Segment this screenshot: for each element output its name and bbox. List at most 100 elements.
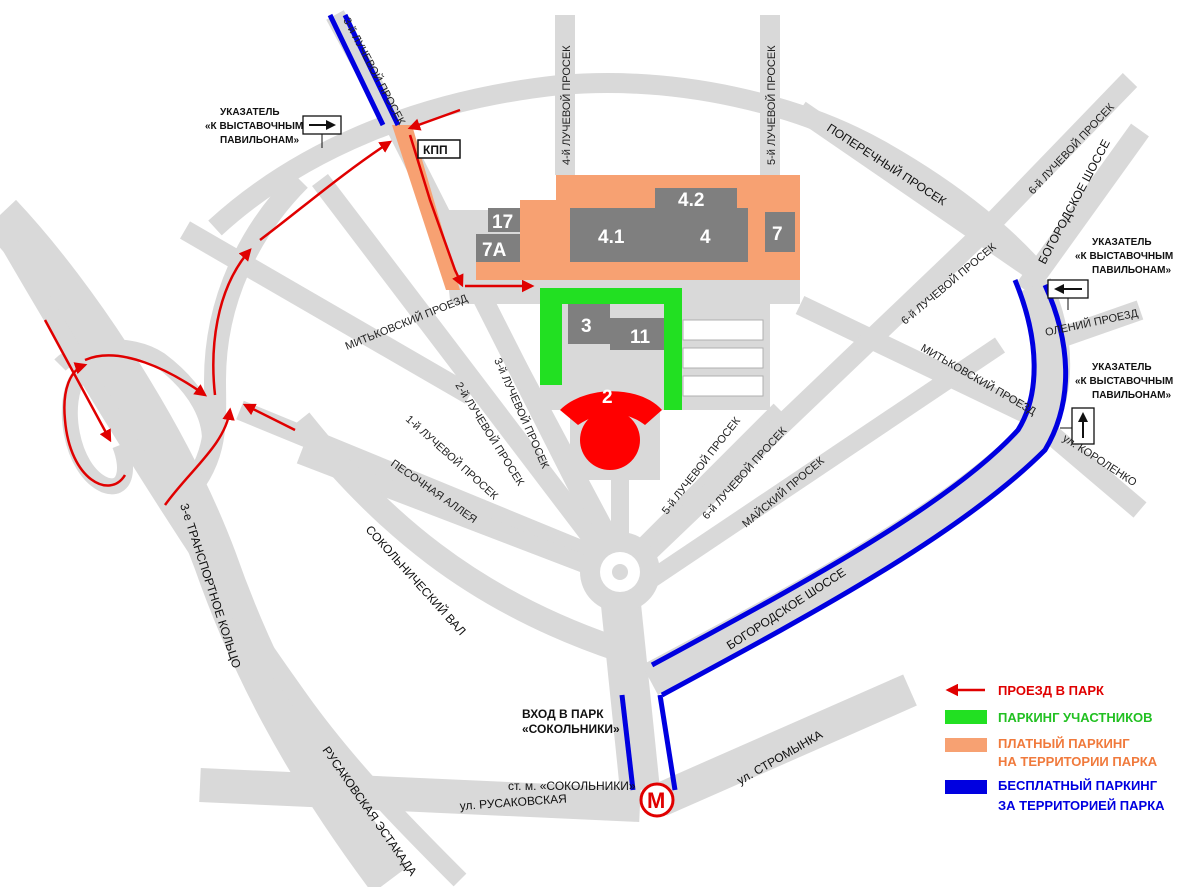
legend-paid-label-1: ПЛАТНЫЙ ПАРКИНГ xyxy=(998,736,1130,751)
route-kpp xyxy=(408,134,464,288)
pavilion-label-4-2: 4.2 xyxy=(678,190,704,211)
pavilion-label-3: 3 xyxy=(581,316,592,337)
free-parking-avenue-right xyxy=(657,694,678,791)
legend-free-swatch xyxy=(945,780,987,794)
label-luch5-top: 5-й ЛУЧЕВОЙ ПРОСЕК xyxy=(765,45,778,165)
route-from-left xyxy=(259,140,393,241)
road-top-arc xyxy=(208,73,1048,282)
parking-stalls xyxy=(682,319,764,397)
road-loop-inner xyxy=(61,370,133,495)
metro-icon xyxy=(639,782,675,818)
pavilion-4-1 xyxy=(570,208,658,262)
entrance-label-1: ВХОД В ПАРК xyxy=(522,707,604,721)
label-poperechny: ПОПЕРЕЧНЫЙ ПРОСЕК xyxy=(824,120,949,208)
road-luch2 xyxy=(312,173,613,562)
svg-text:ПАВИЛЬОНАМ»: ПАВИЛЬОНАМ» xyxy=(1092,265,1171,276)
svg-text:УКАЗАТЕЛЬ: УКАЗАТЕЛЬ xyxy=(220,107,280,118)
legend-item-exhibitor-parking: ПАРКИНГ УЧАСТНИКОВ xyxy=(945,710,1153,725)
road-luch6-mid xyxy=(633,232,982,568)
road-korolenko xyxy=(1033,417,1147,518)
svg-text:«К ВЫСТАВОЧНЫМ: «К ВЫСТАВОЧНЫМ xyxy=(205,121,303,132)
road-loop xyxy=(54,339,218,441)
buildings xyxy=(476,188,795,470)
route-left-low xyxy=(163,407,235,506)
road-mitkovsky-right xyxy=(795,295,1045,430)
route-loop-in xyxy=(84,354,208,397)
exhibitor-parking-area xyxy=(540,288,682,410)
route-top xyxy=(407,108,461,131)
pavilion-label-2: 2 xyxy=(602,387,613,408)
legend-exhibitor-label: ПАРКИНГ УЧАСТНИКОВ xyxy=(998,710,1153,725)
label-luch4: 4-й ЛУЧЕВОЙ ПРОСЕК xyxy=(560,45,573,165)
free-parking-bogorodskoe xyxy=(650,279,1037,668)
pavilion-11 xyxy=(610,318,664,350)
road-poperechny xyxy=(794,101,1046,284)
legend-exhibitor-swatch xyxy=(945,710,987,724)
sign-top-left: УКАЗАТЕЛЬ «К ВЫСТАВОЧНЫМ ПАВИЛЬОНАМ» xyxy=(205,107,342,148)
svg-text:«К ВЫСТАВОЧНЫМ: «К ВЫСТАВОЧНЫМ xyxy=(1075,251,1173,262)
roundabout xyxy=(580,532,660,612)
road-bogorodskoe-low xyxy=(641,277,1071,695)
legend-route-label: ПРОЕЗД В ПАРК xyxy=(998,683,1104,698)
metro-letter: М xyxy=(647,788,665,813)
legend-paid-swatch xyxy=(945,738,987,752)
road-luch3-low xyxy=(472,290,623,553)
pavilion-label-11: 11 xyxy=(630,327,651,348)
pavilion-7 xyxy=(765,212,795,252)
svg-text:ПАВИЛЬОНАМ»: ПАВИЛЬОНАМ» xyxy=(1092,390,1171,401)
road-luch3-top xyxy=(326,10,404,130)
sign-right-upper: УКАЗАТЕЛЬ «К ВЫСТАВОЧНЫМ ПАВИЛЬОНАМ» xyxy=(1047,237,1173,310)
pavilion-2-arc xyxy=(560,391,662,425)
pavilion-17 xyxy=(488,208,520,232)
metro-station: ст. м. «СОКОЛЬНИКИ» М xyxy=(508,779,675,818)
pavilion-4-2 xyxy=(655,188,737,210)
route-val xyxy=(242,403,296,432)
road-maisky xyxy=(644,337,1006,588)
legend-item-paid-parking: ПЛАТНЫЙ ПАРКИНГ НА ТЕРРИТОРИИ ПАРКА xyxy=(945,736,1158,769)
pavilion-7a xyxy=(476,234,520,262)
road-sokolnichesky-val xyxy=(290,412,624,662)
road-bogorodskoe-top xyxy=(1016,123,1149,297)
free-parking-luch3 xyxy=(327,13,401,127)
label-bogorodskoe-low: БОГОРОДСКОЕ ШОССЕ xyxy=(724,565,848,652)
entrance-label-2: «СОКОЛЬНИКИ» xyxy=(522,722,620,736)
route-into-park xyxy=(43,108,535,506)
metro-station-label: ст. м. «СОКОЛЬНИКИ» xyxy=(508,779,636,793)
svg-text:«К ВЫСТАВОЧНЫМ: «К ВЫСТАВОЧНЫМ xyxy=(1075,376,1173,387)
road-luch6-top xyxy=(982,73,1138,232)
legend-item-free-parking: БЕСПЛАТНЫЙ ПАРКИНГ ЗА ТЕРРИТОРИЕЙ ПАРКА xyxy=(945,778,1165,813)
pavilion-labels: 17 7А 4.1 4.2 4 7 3 11 2 xyxy=(482,190,783,408)
park-entrance: ВХОД В ПАРК «СОКОЛЬНИКИ» xyxy=(522,707,620,736)
legend-paid-label-2: НА ТЕРРИТОРИИ ПАРКА xyxy=(998,754,1158,769)
checkpoint-kpp: КПП xyxy=(417,139,461,159)
pavilion-2-dome xyxy=(580,410,640,470)
free-parking-bogorodskoe-outer xyxy=(660,283,1069,698)
svg-text:ПАВИЛЬОНАМ»: ПАВИЛЬОНАМ» xyxy=(220,135,299,146)
pavilion-label-7: 7 xyxy=(772,224,783,245)
free-parking-lines xyxy=(327,13,1069,791)
pavilion-label-4: 4 xyxy=(700,227,711,248)
legend: ПРОЕЗД В ПАРК ПАРКИНГ УЧАСТНИКОВ ПЛАТНЫЙ… xyxy=(945,683,1165,813)
pavilion-label-7a: 7А xyxy=(482,240,507,261)
sign-right-lower: УКАЗАТЕЛЬ «К ВЫСТАВОЧНЫМ ПАВИЛЬОНАМ» xyxy=(1060,362,1173,445)
legend-free-label-1: БЕСПЛАТНЫЙ ПАРКИНГ xyxy=(998,778,1158,793)
pavilion-3 xyxy=(568,304,610,344)
pavilion-label-4-1: 4.1 xyxy=(598,227,625,248)
paid-parking-lane xyxy=(392,125,460,290)
road-stromynka xyxy=(653,674,917,816)
legend-free-label-2: ЗА ТЕРРИТОРИЕЙ ПАРКА xyxy=(998,798,1165,813)
legend-item-route: ПРОЕЗД В ПАРК xyxy=(945,683,1104,698)
route-left-curve xyxy=(212,248,252,396)
road-rusakovskaya xyxy=(199,768,641,822)
kpp-label: КПП xyxy=(423,143,448,157)
pavilion-label-17: 17 xyxy=(492,212,513,233)
pavilion-4 xyxy=(656,208,748,262)
svg-text:УКАЗАТЕЛЬ: УКАЗАТЕЛЬ xyxy=(1092,237,1152,248)
route-loop-back xyxy=(63,362,127,487)
route-loop-ring xyxy=(43,319,112,443)
free-parking-avenue-left xyxy=(619,694,636,791)
svg-text:УКАЗАТЕЛЬ: УКАЗАТЕЛЬ xyxy=(1092,362,1152,373)
road-left-connector xyxy=(171,172,308,508)
road-main-avenue xyxy=(600,592,660,793)
